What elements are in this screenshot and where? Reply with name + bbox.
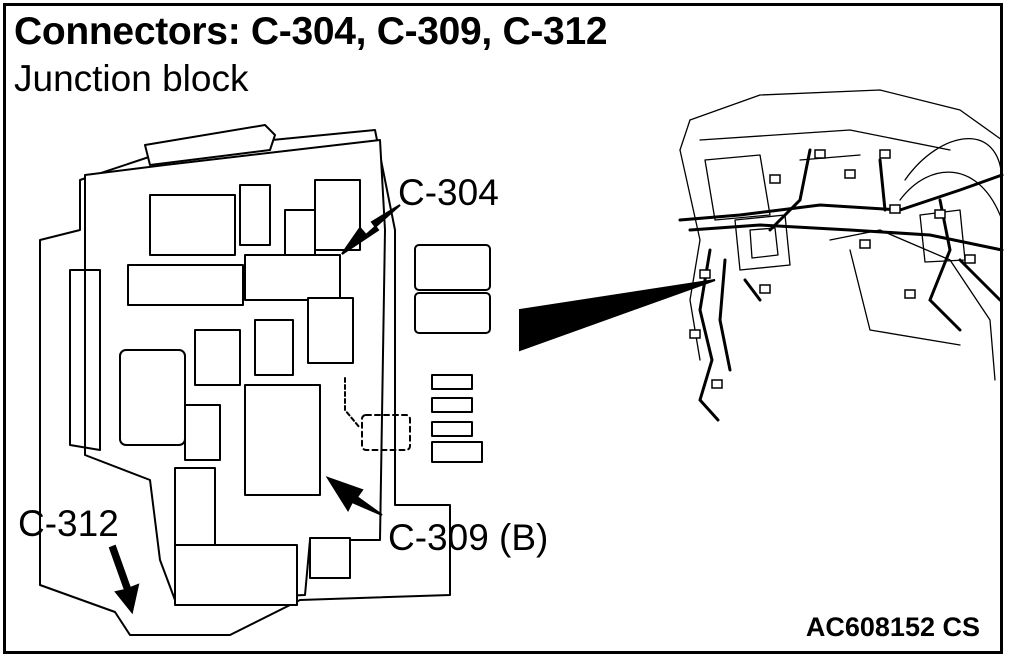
connector-mid-3 <box>307 297 354 364</box>
connector-mid-2 <box>254 319 294 376</box>
callout-c304: C-304 <box>398 172 499 213</box>
connector-left-lower <box>184 404 221 461</box>
fuse-right-3 <box>431 421 473 437</box>
connector-top-1 <box>149 194 236 256</box>
connector-c312-bottom <box>174 544 298 606</box>
relay-right-1 <box>414 244 491 291</box>
page-subtitle: Junction block <box>14 58 249 99</box>
page-title: Connectors: C-304, C-309, C-312 <box>14 10 608 53</box>
vehicle-dashboard-sketch <box>679 89 1003 381</box>
harness-connectors <box>689 149 976 389</box>
connector-lower-left <box>174 467 216 549</box>
connector-bottom-small <box>309 537 351 579</box>
arrow-c309 <box>325 476 383 516</box>
fuse-right-4 <box>431 441 483 463</box>
hidden-connector <box>361 414 411 451</box>
figure-code: AC608152 CS <box>805 612 980 642</box>
arrow-c312 <box>108 544 140 615</box>
fuse-right-1 <box>431 374 473 390</box>
fuse-right-2 <box>431 397 473 413</box>
connector-top-2 <box>239 184 271 246</box>
callout-c312: C-312 <box>18 503 119 544</box>
wiring-harness <box>678 148 1004 422</box>
connector-c309-block <box>244 384 321 496</box>
top-mounting-tab <box>144 124 276 166</box>
hidden-wire <box>344 377 361 429</box>
relay-right-2 <box>414 292 491 334</box>
connector-mid-1 <box>194 329 241 386</box>
arrow-c304 <box>341 204 401 255</box>
connector-c304-slot <box>244 254 341 301</box>
connector-top-3 <box>284 209 316 256</box>
location-pointer-wedge <box>519 279 716 352</box>
left-flange <box>69 269 101 451</box>
connector-slot-left <box>127 264 244 306</box>
callout-c309: C-309 (B) <box>388 517 549 558</box>
connector-left-large <box>119 349 186 446</box>
